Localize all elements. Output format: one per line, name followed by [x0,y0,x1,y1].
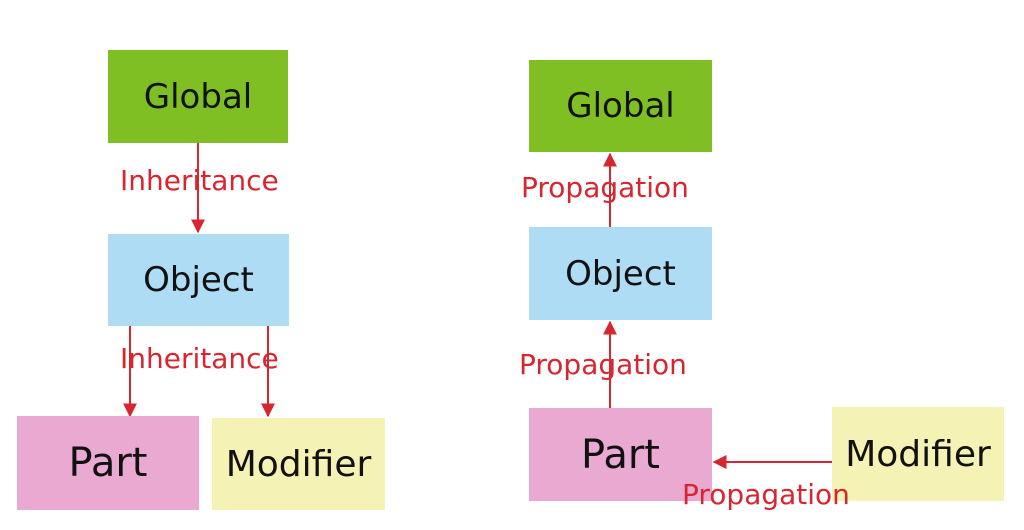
right-edge-label-part-object: Propagation [519,348,687,381]
right-part-node: Part [529,408,712,501]
left-part-label: Part [68,440,148,486]
left-modifier-node: Modifier [212,418,385,510]
left-global-label: Global [143,76,253,117]
left-object-label: Object [143,260,254,300]
right-object-node: Object [529,227,712,320]
left-object-node: Object [108,234,289,326]
right-edge-label-object-global: Propagation [521,171,689,204]
right-global-node: Global [529,60,712,152]
left-edge-label-object-children: Inheritance [120,342,279,375]
left-part-node: Part [17,416,199,510]
left-modifier-label: Modifier [225,443,372,485]
right-global-label: Global [566,86,675,126]
right-part-label: Part [581,431,660,478]
right-modifier-node: Modifier [832,407,1004,501]
right-edge-label-modifier-part: Propagation [682,478,850,511]
right-modifier-label: Modifier [845,433,991,475]
left-edge-label-global-object: Inheritance [120,164,279,197]
left-global-node: Global [108,50,288,143]
right-object-label: Object [565,253,676,294]
